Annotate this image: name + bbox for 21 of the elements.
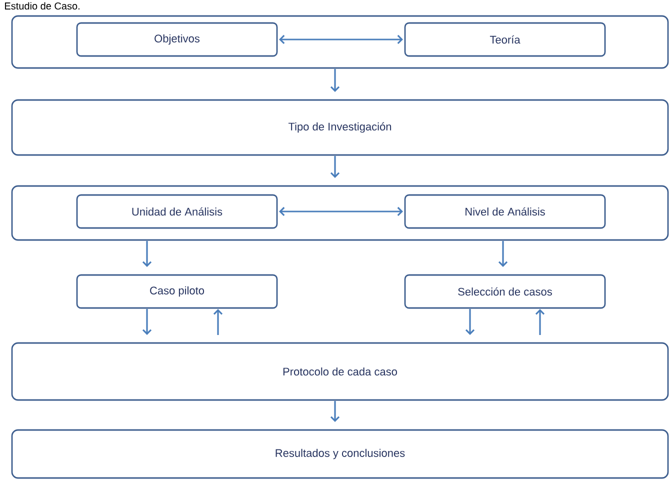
arrow	[498, 241, 508, 267]
process-box: Selección de casos	[404, 274, 606, 309]
band: Tipo de Investigación	[11, 99, 669, 156]
band: Protocolo de cada caso	[11, 342, 669, 401]
arrow	[213, 309, 223, 335]
process-box: Caso piloto	[76, 274, 278, 309]
arrow	[279, 206, 403, 216]
arrow	[330, 69, 340, 92]
arrow	[279, 34, 403, 44]
arrow	[142, 309, 152, 335]
title: Estudio de Caso.	[5, 2, 80, 10]
arrow	[142, 241, 152, 267]
band: Resultados y conclusiones	[11, 429, 669, 479]
arrow	[535, 309, 545, 335]
process-box: Unidad de Análisis	[76, 194, 278, 229]
arrow	[330, 401, 340, 422]
process-box: Teoría	[404, 22, 606, 57]
process-box: Nivel de Análisis	[404, 194, 606, 229]
process-box: Objetivos	[76, 22, 278, 57]
arrow	[330, 156, 340, 178]
arrow	[465, 309, 475, 335]
